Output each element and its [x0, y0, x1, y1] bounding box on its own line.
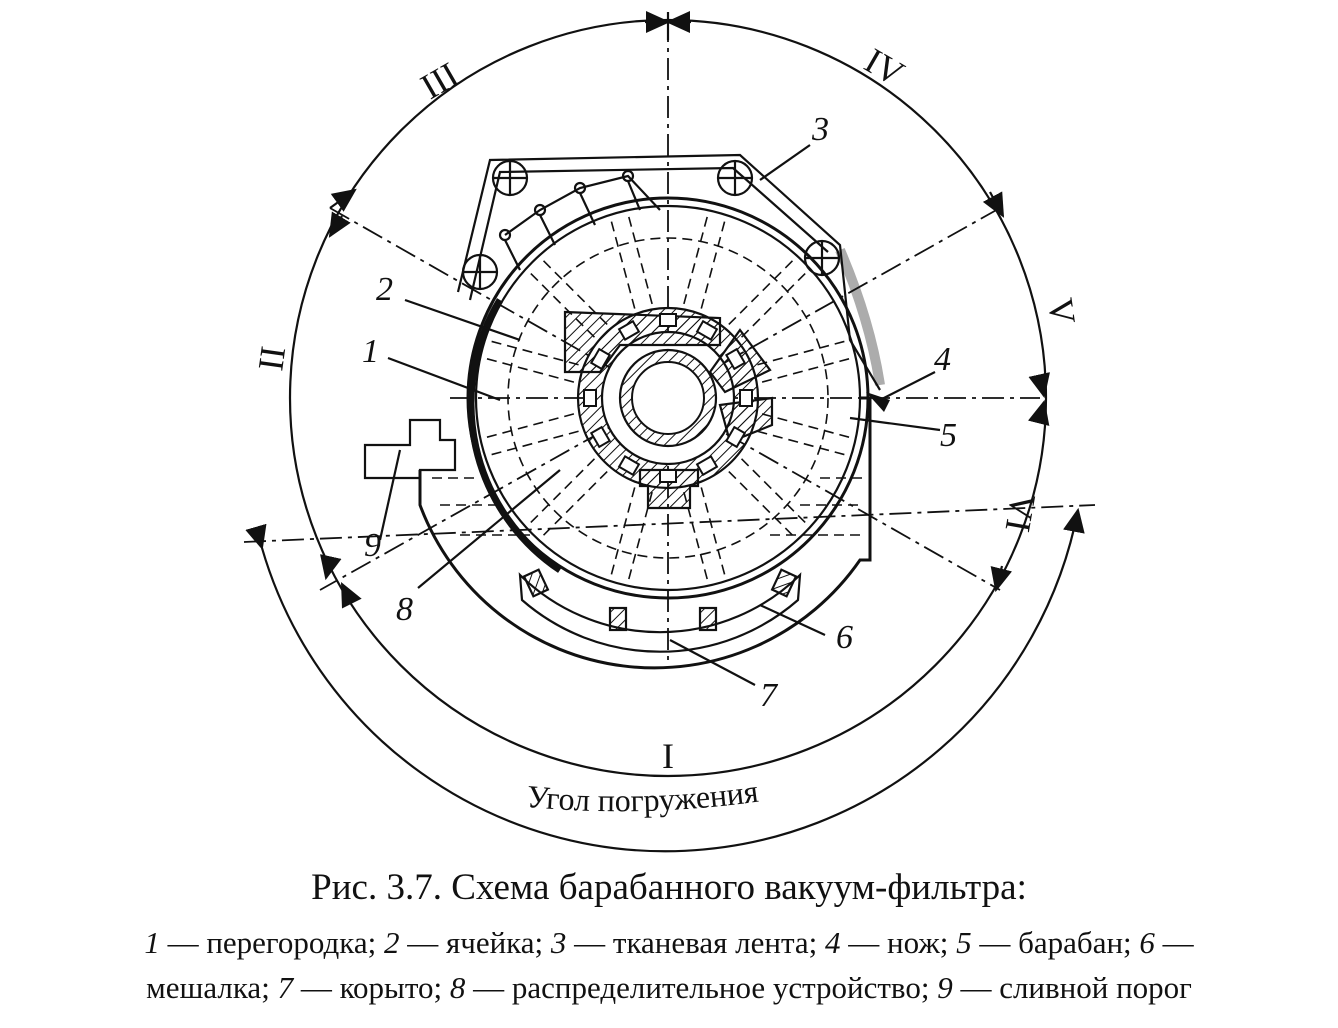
- part-label-6: 6: [836, 619, 853, 656]
- cell-partition-line: [481, 356, 575, 383]
- zone-label-II: II: [250, 344, 293, 373]
- drum-inner-dashed: [507, 237, 829, 559]
- leader-lines: [378, 144, 941, 686]
- distribution-port: [739, 389, 753, 407]
- belt-edge-shaded: [835, 248, 885, 386]
- legend-text: — корыто;: [293, 970, 450, 1005]
- legend-text: — распределительное устройство;: [465, 970, 938, 1005]
- cloth-belt: [456, 153, 881, 391]
- distribution-ports: [583, 313, 753, 483]
- cell-partition-line: [626, 211, 653, 305]
- legend-text: — нож;: [840, 925, 957, 960]
- zone-label-I: I: [662, 736, 674, 776]
- stirrer: [518, 572, 802, 653]
- distribution-port: [659, 313, 677, 327]
- filter-diagram: I II III IV V VI 1 2 3 4 5 6 7 8 9 Угол …: [243, 10, 1096, 853]
- legend-number: 6: [1139, 925, 1155, 960]
- cell-partition-line: [683, 211, 710, 305]
- drum-cloth: [474, 204, 862, 592]
- cell-partition-line: [757, 430, 850, 457]
- legend-text: — ячейка;: [399, 925, 551, 960]
- immersion-angle-label: Угол погружения: [525, 773, 760, 819]
- legend-number: 9: [937, 970, 953, 1005]
- legend-number: 7: [277, 970, 294, 1005]
- trough: [418, 396, 872, 670]
- zone-label-V: V: [1040, 296, 1083, 327]
- rollers: [461, 159, 841, 291]
- cell-partition-line: [481, 413, 575, 440]
- legend-text: — барабан;: [971, 925, 1140, 960]
- legend-line-2: мешалка; 7 — корыто; 8 — распределительн…: [0, 965, 1338, 1010]
- part-label-7: 7: [760, 677, 779, 714]
- zone-label-III: III: [414, 54, 465, 107]
- legend-number: 5: [956, 925, 972, 960]
- legend-number: 3: [550, 925, 567, 960]
- part-label-3: 3: [811, 111, 829, 148]
- distribution-port: [659, 469, 677, 483]
- distribution-port: [695, 454, 719, 477]
- legend-text: мешалка;: [146, 970, 278, 1005]
- part-label-2: 2: [376, 271, 393, 308]
- part-label-8: 8: [396, 591, 413, 628]
- knife: [866, 392, 890, 412]
- filter-cake: [467, 298, 562, 573]
- cell-partition-line: [757, 339, 850, 366]
- wash-nozzles: [498, 169, 661, 271]
- legend-number: 4: [825, 925, 841, 960]
- cell-partition-line: [700, 487, 727, 580]
- distribution-port: [724, 425, 747, 449]
- distribution-port: [589, 425, 612, 449]
- legend-text: — тканевая лента;: [566, 925, 826, 960]
- distribution-device: [563, 306, 774, 510]
- part-label-4: 4: [934, 341, 951, 378]
- distribution-port: [589, 347, 612, 371]
- legend-text: — сливной порог: [952, 970, 1192, 1005]
- zone-label-VI: VI: [998, 491, 1044, 535]
- cell-partition-line: [700, 216, 727, 309]
- part-label-1: 1: [362, 333, 379, 370]
- distribution-port: [617, 454, 641, 477]
- overflow-weir: [363, 418, 457, 480]
- distribution-port: [617, 319, 641, 342]
- legend-number: 8: [449, 970, 466, 1005]
- legend-text: — перегородка;: [159, 925, 384, 960]
- distribution-port: [724, 347, 747, 371]
- cell-partition-line: [761, 413, 855, 440]
- cell-partition-line: [609, 487, 636, 580]
- stirrer-blades: [522, 568, 798, 632]
- distribution-port: [695, 319, 719, 342]
- legend-number: 2: [383, 925, 400, 960]
- distribution-port: [583, 389, 597, 407]
- figure-legend: 1 — перегородка; 2 — ячейка; 3 — тканева…: [0, 920, 1338, 1010]
- legend-text: —: [1154, 925, 1194, 960]
- part-label-5: 5: [940, 417, 957, 454]
- cell-partition-line: [761, 356, 855, 383]
- zone-label-IV: IV: [858, 40, 911, 94]
- immersion-arc: [245, 507, 1085, 853]
- figure-caption: Рис. 3.7. Схема барабанного вакуум-фильт…: [311, 867, 1027, 908]
- legend-number: 1: [144, 925, 160, 960]
- part-label-9: 9: [364, 527, 381, 564]
- cell-partition-line: [609, 216, 636, 309]
- legend-line-1: 1 — перегородка; 2 — ячейка; 3 — тканева…: [0, 920, 1338, 965]
